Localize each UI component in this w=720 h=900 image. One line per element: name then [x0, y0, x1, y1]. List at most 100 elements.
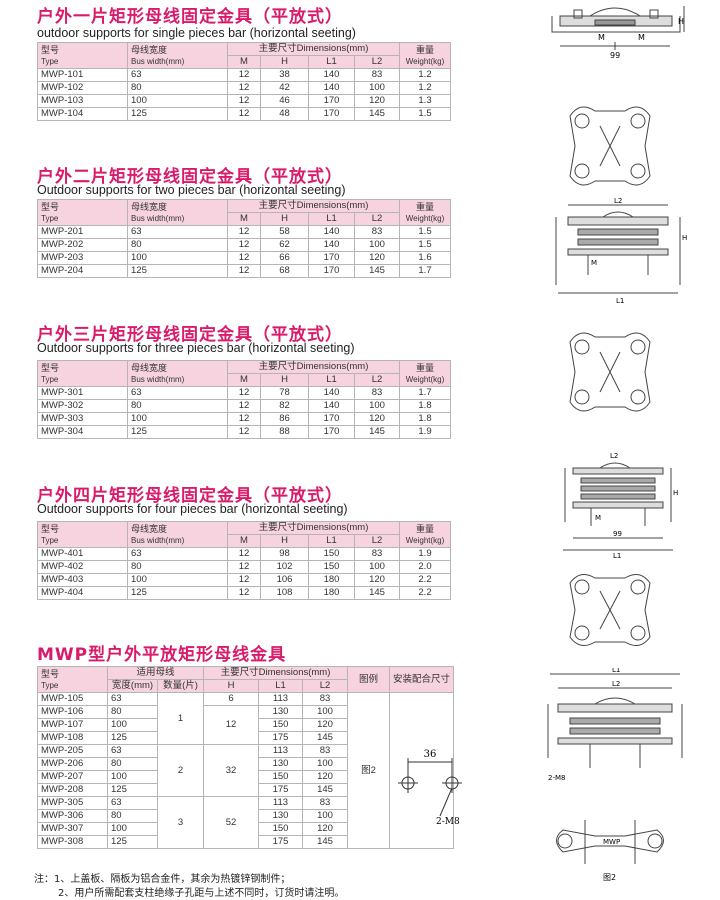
table-cell: 68: [260, 264, 309, 278]
mwp-header-h: H: [203, 679, 259, 693]
table-cell: 12: [227, 399, 261, 413]
mount-hole-right-cross: [442, 773, 462, 793]
mwp-section-title: MWP型户外平放矩形母线金具: [37, 645, 287, 665]
table-cell: 170: [308, 425, 355, 439]
drawing2-hole-tr: [630, 113, 646, 129]
table-cell: 80: [127, 560, 228, 574]
drawing3-frame: [555, 217, 681, 285]
drawing5-bar-1: [580, 477, 656, 484]
table-cell: 100: [127, 573, 228, 587]
drawing3-bar-1: [577, 228, 659, 236]
drawing5-plate-top: [572, 467, 664, 475]
header-h: H: [260, 534, 309, 548]
table-cell: 100: [302, 757, 348, 771]
drawing3-h-label: H: [682, 234, 687, 242]
drawing2-outline: [569, 106, 651, 186]
table-cell: 12: [227, 412, 261, 426]
table-cell: 12: [227, 386, 261, 400]
table-cell: 170: [308, 264, 355, 278]
drawing4-hole-tl: [574, 339, 590, 355]
drawing1-h-label: H: [678, 17, 684, 26]
section-title-4: 户外四片矩形母线固定金具（平放式）: [37, 486, 343, 506]
drawing5-m-label: M: [595, 514, 601, 522]
drawing8-guides: [584, 820, 636, 864]
table-cell: 130: [258, 705, 303, 719]
table-cell: MWP-206: [37, 757, 108, 771]
drawing3-plate-top: [567, 216, 669, 226]
table-cell: 125: [127, 107, 228, 121]
header-l1: L1: [308, 534, 355, 548]
table-cell: 63: [127, 225, 228, 239]
mount-sketch: 36 2-M8: [398, 749, 462, 827]
drawing4-cross: [599, 351, 621, 393]
table-cell: 63: [107, 796, 158, 810]
table-cell: 12: [227, 573, 261, 587]
table-cell: MWP-207: [37, 770, 108, 784]
table-cell: MWP-307: [37, 822, 108, 836]
header-l1: L1: [308, 373, 355, 387]
table-cell: 113: [258, 692, 303, 706]
table-cell: 1.9: [399, 547, 451, 561]
drawing-top-view-2: [569, 332, 651, 412]
drawing4-outline: [569, 332, 651, 412]
table-cell: 120: [354, 573, 400, 587]
table-cell: 3: [157, 796, 204, 849]
drawing-mwp-side: L1 L2 2-M8: [547, 668, 683, 782]
table-cell: 1.5: [399, 225, 451, 239]
drawing5-99-label: 99: [613, 530, 622, 538]
drawing5-h-label: H: [673, 489, 678, 497]
table-cell: 1.8: [399, 399, 451, 413]
table-cell: MWP-108: [37, 731, 108, 745]
drawing6-cross: [599, 590, 621, 630]
table-cell: MWP-101: [37, 68, 128, 82]
table-cell: MWP-203: [37, 251, 128, 265]
table-cell: 12: [203, 705, 259, 745]
drawing-top-view-1: [569, 106, 651, 186]
table-cell: MWP-107: [37, 718, 108, 732]
header-h: H: [260, 373, 309, 387]
section-subtitle-2: Outdoor supports for two pieces bar (hor…: [37, 183, 346, 197]
table-cell: 100: [302, 809, 348, 823]
table-cell: 86: [260, 412, 309, 426]
table-cell: 48: [260, 107, 309, 121]
header-dimensions: 主要尺寸Dimensions(mm): [227, 360, 400, 374]
table-cell: 63: [107, 744, 158, 758]
table-cell: MWP-401: [37, 547, 128, 561]
table-cell: 63: [107, 692, 158, 706]
table-cell: 125: [127, 586, 228, 600]
mwp-header-l1: L1: [258, 679, 303, 693]
drawing6-outline: [569, 573, 651, 647]
table-cell: MWP-103: [37, 94, 128, 108]
table-cell: 145: [354, 586, 400, 600]
drawing6-hole-bl: [574, 625, 590, 641]
table-cell: MWP-301: [37, 386, 128, 400]
drawing1-dim-99: [560, 42, 670, 50]
drawing-double-side: L2 L1 H M: [555, 197, 687, 305]
table-cell: 145: [354, 264, 400, 278]
note-2: 2、用户所需配套支柱绝缘子孔距与上述不同时，订货时请注明。: [58, 888, 345, 899]
table-cell: 12: [227, 81, 261, 95]
table-cell: 125: [107, 731, 158, 745]
drawing5-l2-label: L2: [610, 452, 618, 460]
table-cell: 120: [354, 412, 400, 426]
table-cell: MWP-304: [37, 425, 128, 439]
drawing6-hole-tr: [630, 579, 646, 595]
table-cell: MWP-308: [37, 835, 108, 849]
table-cell: 12: [227, 107, 261, 121]
table-cell: MWP-303: [37, 412, 128, 426]
section-title-2: 户外二片矩形母线固定金具（平放式）: [37, 167, 343, 187]
